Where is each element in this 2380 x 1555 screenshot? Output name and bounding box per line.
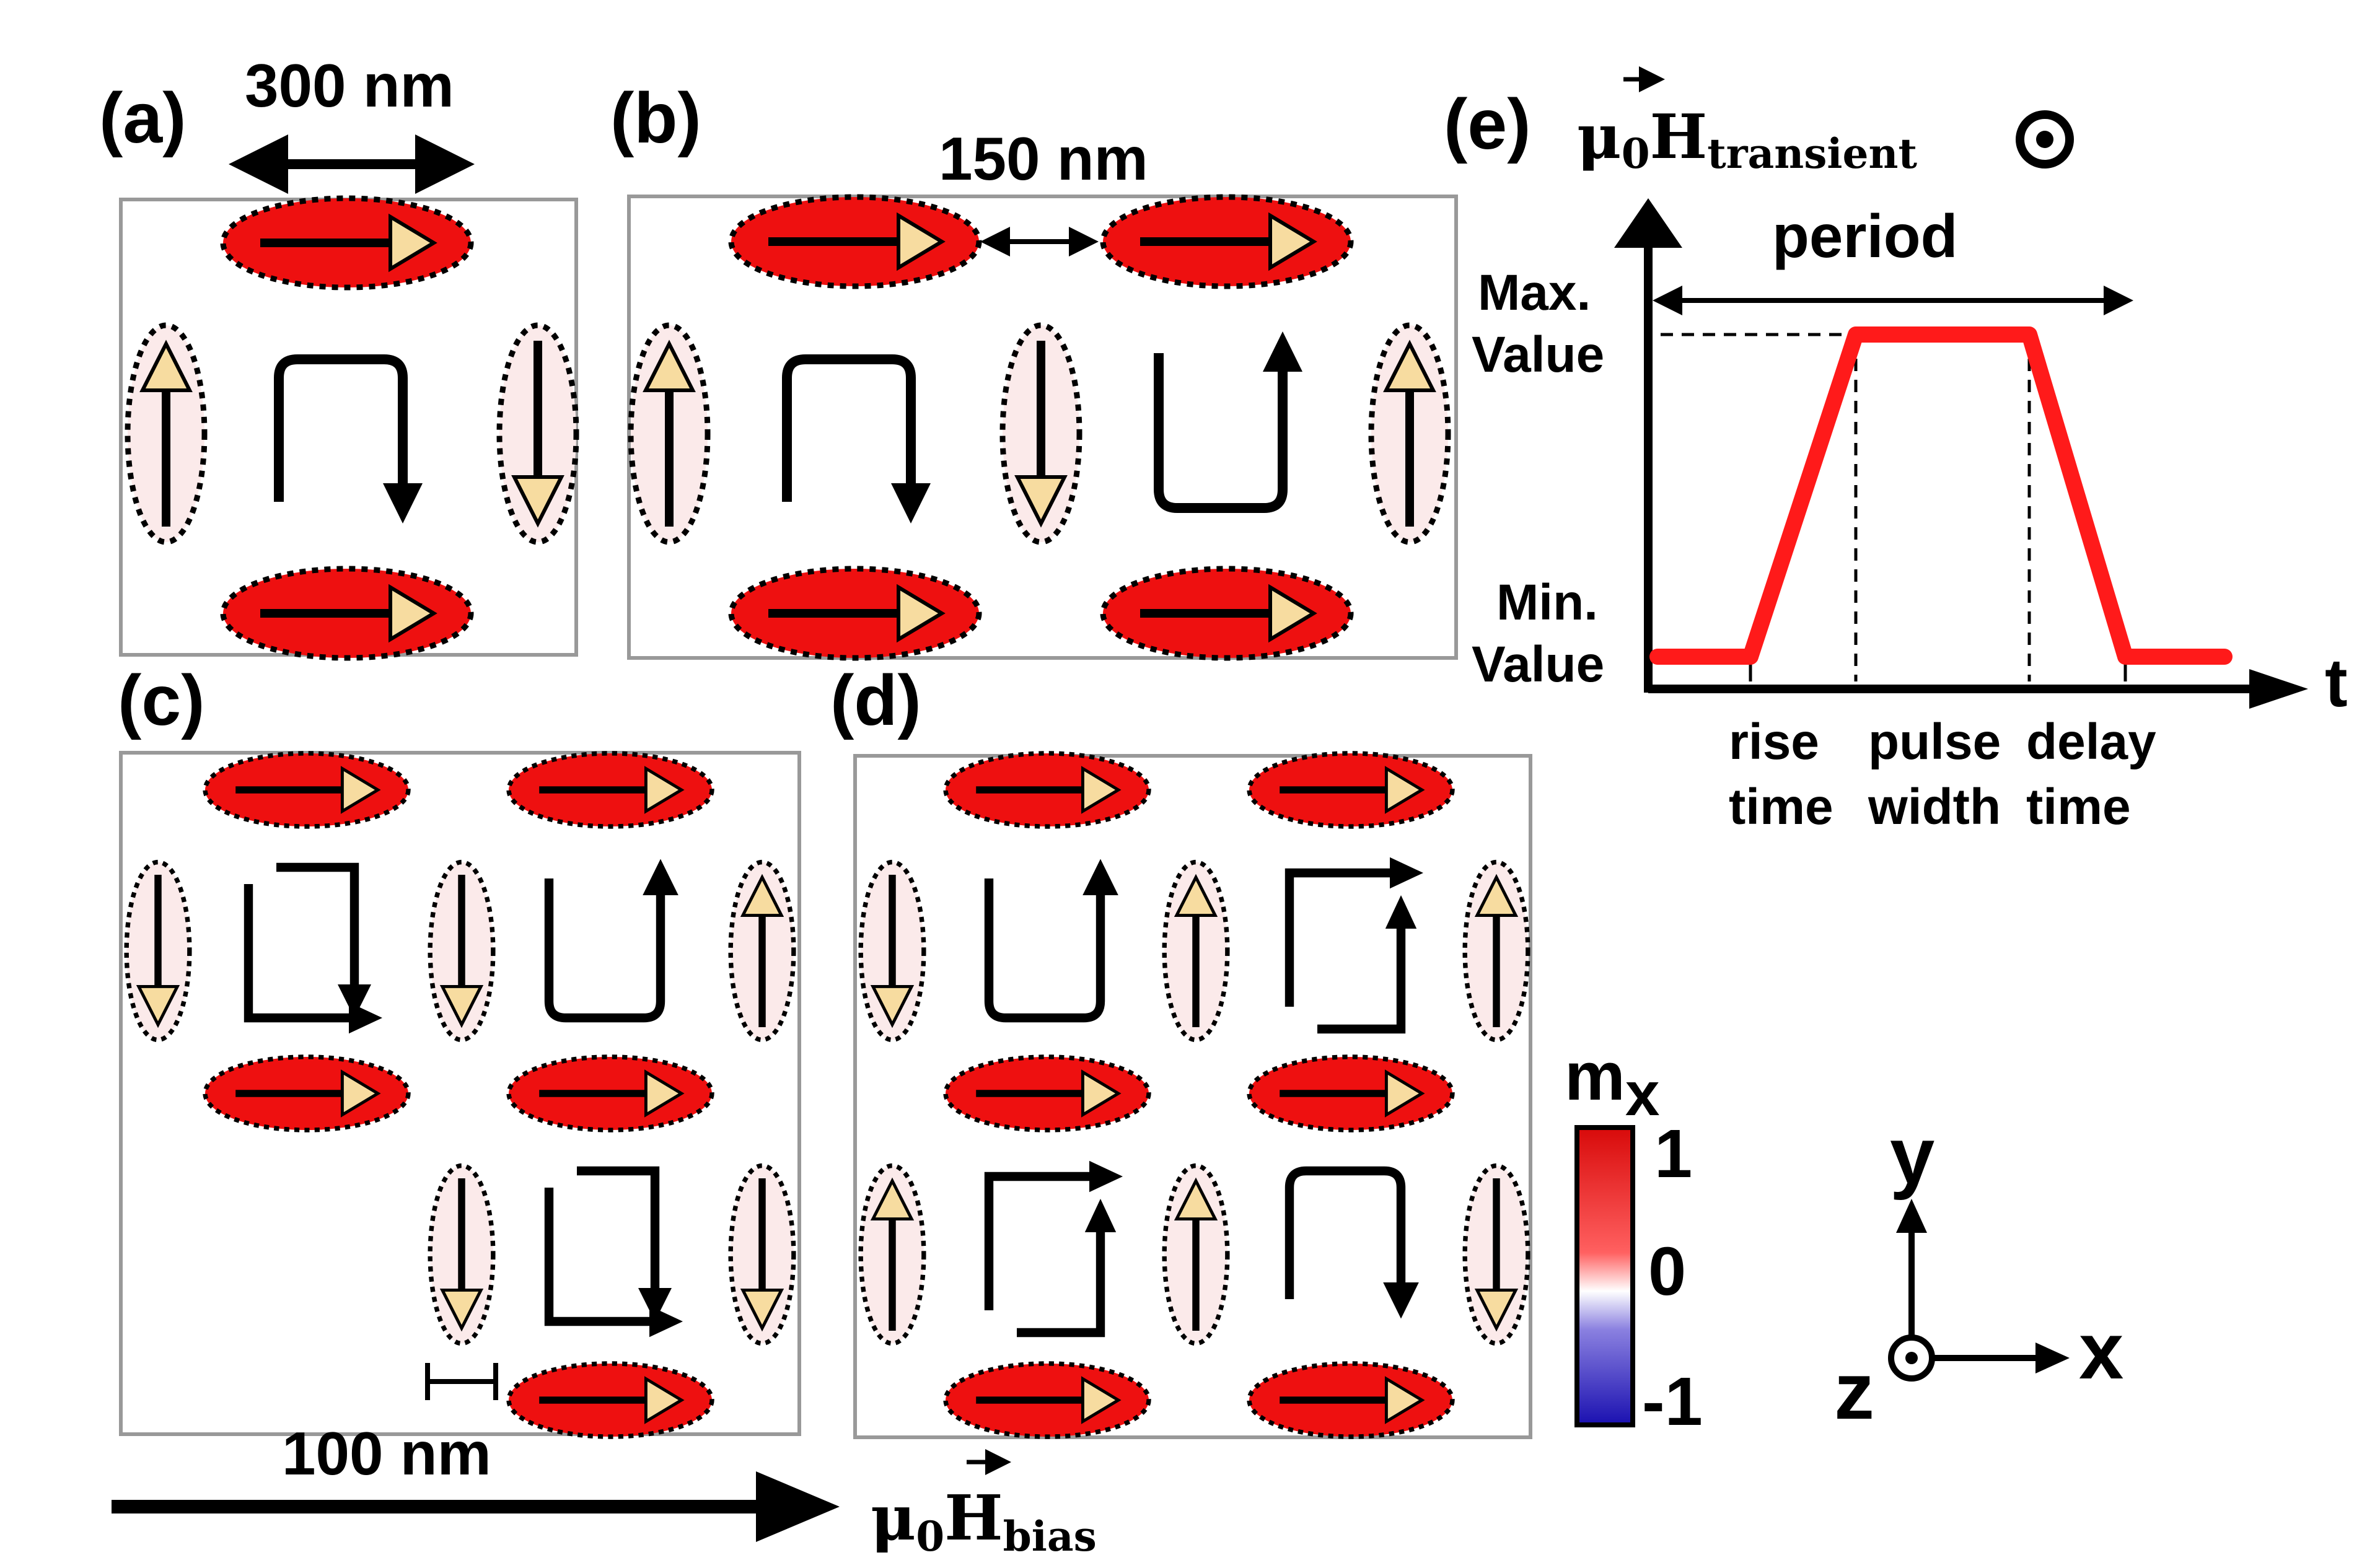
magnet — [1164, 862, 1227, 1040]
panel-a-dimension: 300 nm — [245, 51, 454, 120]
out-of-plane-icon — [2016, 110, 2074, 169]
magnet — [126, 862, 190, 1040]
colorbar-tick-max: 1 — [1654, 1116, 1692, 1192]
panel-a-label: (a) — [99, 79, 187, 158]
magnet-top — [223, 198, 471, 287]
magnet-top-1 — [731, 197, 979, 286]
pulse-waveform — [1649, 326, 2233, 665]
phase-pulse-1: pulse — [1868, 714, 2001, 770]
magnet-left — [128, 325, 204, 542]
magnet — [1249, 1364, 1452, 1437]
phase-rise-1: rise — [1729, 714, 1819, 770]
magnet — [509, 1364, 712, 1437]
transient-field-label: μ0Htransient — [1577, 102, 1917, 178]
period-label: period — [1772, 202, 1957, 270]
magnet — [205, 1057, 408, 1130]
colorbar-gradient — [1574, 1125, 1635, 1427]
phase-pulse-2: width — [1868, 779, 2001, 835]
bias-field: μ0Hbias — [112, 1449, 1097, 1555]
magnet-bottom — [223, 569, 471, 658]
magnet-bottom-2 — [1103, 569, 1351, 658]
panel-c: (c) 100 nm — [118, 661, 801, 1487]
magnet — [509, 753, 712, 826]
colorbar-title: mx — [1565, 1038, 1659, 1129]
magnet-left — [631, 325, 708, 542]
phase-delay-2: time — [2026, 779, 2131, 835]
magnet — [509, 1057, 712, 1130]
coordinate-axes: y x z — [1834, 1110, 2123, 1436]
magnet — [946, 753, 1149, 826]
panel-b-dimension: 150 nm — [939, 125, 1148, 193]
magnet — [731, 862, 794, 1040]
magnet — [205, 753, 408, 826]
min-label-line1: Min. — [1496, 574, 1598, 631]
magnet — [731, 1166, 794, 1344]
panel-c-label: (c) — [118, 661, 205, 740]
magnet — [946, 1364, 1149, 1437]
bias-field-label: μ0Hbias — [871, 1481, 1097, 1555]
panel-c-dimension: 100 nm — [282, 1419, 491, 1487]
max-label-line2: Value — [1472, 326, 1604, 383]
panel-b: (b) 150 nm — [610, 79, 1458, 658]
magnet — [1164, 1166, 1227, 1344]
coord-z-label: z — [1834, 1346, 1874, 1436]
panel-a: (a) 300 nm — [99, 51, 576, 658]
magnet — [1249, 1057, 1452, 1130]
magnet — [1465, 862, 1528, 1040]
magnet — [946, 1057, 1149, 1130]
coord-y-label: y — [1890, 1110, 1934, 1201]
panel-e-label: (e) — [1444, 85, 1531, 164]
colorbar-tick-mid: 0 — [1648, 1233, 1686, 1310]
phase-delay-1: delay — [2026, 714, 2156, 770]
magnet-middle — [1003, 325, 1079, 542]
magnet — [1249, 753, 1452, 826]
panel-e: (e) μ0Htransient t period Max. Value Min… — [1444, 66, 2348, 835]
panel-b-label: (b) — [610, 79, 701, 158]
phase-rise-2: time — [1729, 779, 1833, 835]
panel-d: (d) — [830, 661, 1532, 1437]
magnet — [1465, 1166, 1528, 1344]
coord-x-label: x — [2079, 1305, 2123, 1396]
magnet — [861, 862, 924, 1040]
magnet — [430, 862, 493, 1040]
magnet-bottom-1 — [731, 569, 979, 658]
colorbar: mx 1 0 -1 — [1565, 1038, 1703, 1440]
max-label-line1: Max. — [1478, 265, 1591, 321]
magnet-right — [1371, 325, 1448, 542]
colorbar-tick-min: -1 — [1642, 1364, 1703, 1440]
magnet-top-2 — [1103, 197, 1351, 286]
magnet — [861, 1166, 924, 1344]
panel-d-label: (d) — [830, 661, 921, 740]
min-label-line2: Value — [1472, 636, 1604, 693]
magnet-right — [499, 325, 576, 542]
t-axis-label: t — [2325, 645, 2348, 721]
magnet — [430, 1166, 493, 1344]
